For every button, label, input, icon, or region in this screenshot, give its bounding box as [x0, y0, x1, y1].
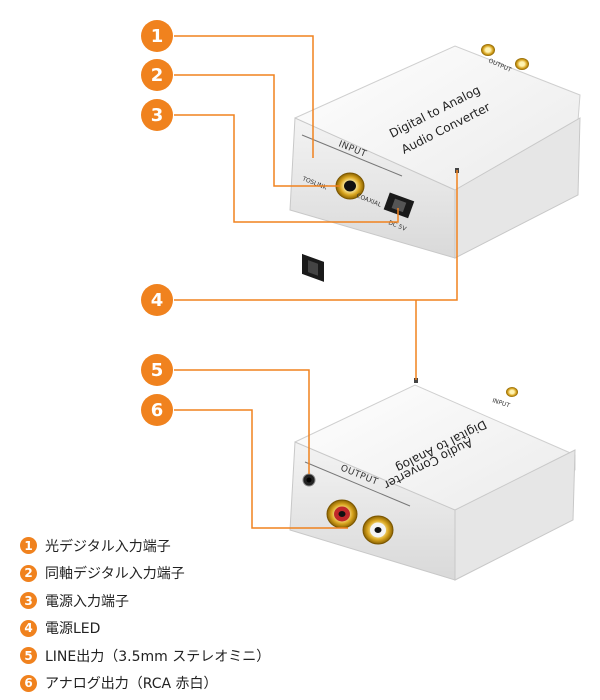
callout-number-4: 4: [151, 290, 164, 311]
device-top-side-face: [454, 117, 581, 259]
legend-item: 2 同軸デジタル入力端子: [20, 560, 440, 588]
callout-number-6: 6: [151, 400, 164, 421]
legend-item: 3 電源入力端子: [20, 587, 440, 615]
legend-item: 6 アナログ出力（RCA 赤白）: [20, 670, 440, 698]
legend-item: 5 LINE出力（3.5mm ステレオミニ）: [20, 642, 440, 670]
callout-badge-6: 6: [141, 394, 173, 426]
callout-badge-1: 1: [141, 20, 173, 52]
callout-line-5: [174, 369, 310, 474]
callout-number-5: 5: [151, 360, 164, 381]
device-bottom-rear-jack: [506, 387, 518, 397]
callout-line-6: [174, 409, 348, 529]
legend-text-3: 電源入力端子: [45, 593, 129, 610]
callout-line-2: [174, 74, 340, 187]
legend-badge-5: 5: [20, 647, 37, 665]
device-top-output-jacks: [481, 44, 529, 70]
toslink-port: [302, 253, 324, 282]
device-bottom-side-face: [454, 449, 576, 581]
line-out-jack: [302, 473, 316, 487]
callout-badge-2: 2: [141, 59, 173, 91]
legend-text-5: LINE出力（3.5mm ステレオミニ）: [45, 648, 271, 665]
legend-text-6: アナログ出力（RCA 赤白）: [45, 676, 218, 693]
legend-text-1: 光デジタル入力端子: [45, 538, 171, 555]
device-top: OUTPUT Digital to Analog Audio Converter…: [289, 44, 581, 282]
callout-badges: 1 2 3 4 5 6: [141, 20, 173, 426]
legend-badge-6: 6: [20, 674, 37, 692]
callout-number-1: 1: [151, 26, 164, 47]
legend-badge-1: 1: [20, 537, 37, 555]
callout-number-3: 3: [151, 105, 164, 126]
legend-badge-4: 4: [20, 619, 37, 637]
rca-red-jack: [326, 499, 358, 529]
callout-badge-5: 5: [141, 354, 173, 386]
callout-line-4a: [174, 170, 458, 301]
device-bottom-output-bracket: [304, 461, 411, 507]
legend-badge-2: 2: [20, 564, 37, 582]
callout-line-3: [174, 114, 399, 223]
callout-badge-4: 4: [141, 284, 173, 316]
rca-white-jack: [362, 515, 394, 545]
callout-number-2: 2: [151, 65, 164, 86]
legend-item: 1 光デジタル入力端子: [20, 532, 440, 560]
callout-lines: [174, 35, 458, 529]
device-bottom-led: [414, 378, 418, 383]
callout-line-1: [174, 35, 314, 158]
legend-item: 4 電源LED: [20, 615, 440, 643]
callout-badge-3: 3: [141, 99, 173, 131]
device-top-input-bracket: [301, 134, 403, 177]
device-bottom-input-label: INPUT: [491, 397, 511, 409]
legend-text-4: 電源LED: [45, 621, 101, 638]
dc-port: [383, 192, 415, 219]
legend: 1 光デジタル入力端子 2 同軸デジタル入力端子 3 電源入力端子 4 電源LE…: [20, 532, 440, 697]
device-bottom: INPUT Digital to Analog Audio Converter …: [289, 378, 576, 581]
legend-badge-3: 3: [20, 592, 37, 610]
legend-text-2: 同軸デジタル入力端子: [45, 566, 185, 583]
